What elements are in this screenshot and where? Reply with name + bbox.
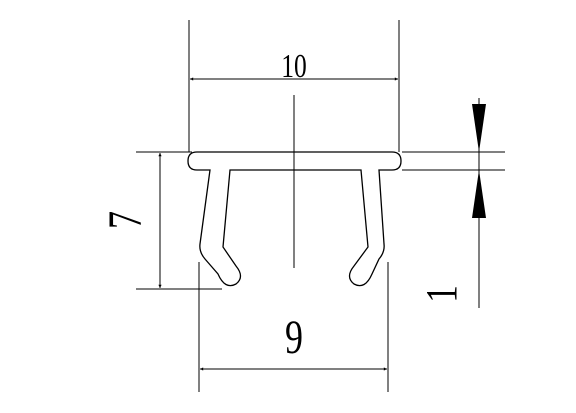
right-thickness-arrow-top	[472, 104, 486, 152]
left-height-label: 7	[99, 211, 152, 229]
extension-lines	[136, 20, 505, 392]
right-thickness-label: 1	[416, 285, 466, 303]
top-width-dimension: 10	[190, 46, 398, 85]
top-width-label: 10	[281, 46, 306, 84]
right-thickness-arrow-bottom	[472, 170, 486, 218]
left-height-dimension: 7	[99, 153, 162, 288]
bottom-width-dimension: 9	[200, 311, 387, 371]
bottom-width-label: 9	[285, 311, 303, 364]
right-thickness-dimension: 1	[416, 98, 486, 308]
profile-outline	[187, 151, 402, 287]
